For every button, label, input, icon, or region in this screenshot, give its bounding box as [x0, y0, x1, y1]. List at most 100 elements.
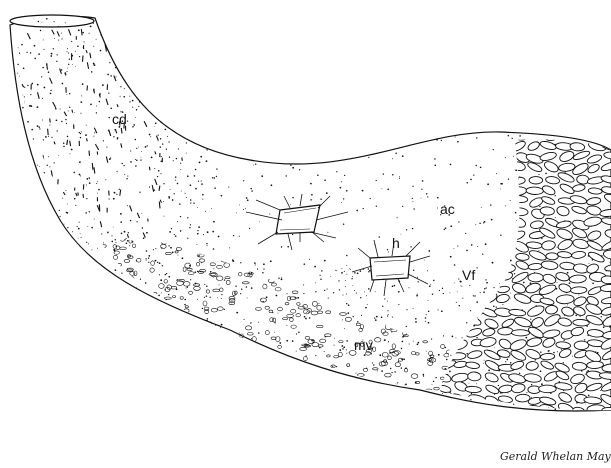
- stipple-dot: [152, 93, 154, 95]
- stipple-dot: [124, 348, 126, 350]
- stipple-dot: [176, 280, 177, 281]
- stipple-dot: [1, 350, 2, 351]
- stipple-dot: [158, 295, 160, 297]
- stipple-dot: [48, 240, 49, 241]
- duct-dash: [29, 159, 30, 165]
- stipple-dot: [85, 134, 87, 136]
- stipple-dot: [172, 44, 173, 45]
- microvillus-cell: [166, 384, 169, 387]
- stipple-dot: [72, 231, 73, 232]
- stipple-dot: [67, 68, 68, 69]
- stipple-dot: [406, 326, 407, 327]
- stipple-dot: [100, 324, 102, 326]
- stipple-dot: [76, 409, 77, 410]
- stipple-dot: [101, 279, 102, 280]
- stipple-dot: [80, 133, 81, 134]
- stipple-dot: [221, 128, 222, 129]
- stipple-dot: [4, 184, 5, 185]
- stipple-dot: [398, 291, 400, 293]
- stipple-dot: [202, 308, 203, 309]
- stipple-dot: [28, 307, 29, 308]
- stipple-dot: [160, 146, 161, 147]
- stipple-dot: [97, 321, 98, 322]
- stipple-dot: [23, 363, 24, 364]
- stipple-dot: [417, 343, 419, 345]
- stipple-dot: [56, 119, 58, 121]
- stipple-dot: [171, 55, 172, 56]
- stipple-dot: [199, 93, 201, 95]
- stipple-dot: [126, 373, 127, 374]
- duct-dash: [137, 57, 138, 63]
- microvillus-cell: [137, 307, 142, 309]
- stipple-dot: [428, 311, 429, 312]
- stipple-dot: [143, 350, 144, 351]
- stipple-dot: [213, 248, 215, 250]
- stipple-dot: [136, 221, 137, 222]
- stipple-dot: [346, 340, 348, 342]
- stipple-dot: [29, 384, 30, 385]
- stipple-dot: [197, 360, 199, 362]
- stipple-dot: [347, 312, 349, 314]
- stipple-dot: [58, 155, 59, 156]
- stipple-dot: [137, 80, 138, 81]
- stipple-dot: [222, 90, 223, 91]
- stipple-dot: [31, 83, 33, 85]
- stipple-dot: [392, 174, 394, 176]
- stipple-dot: [413, 341, 414, 342]
- stipple-dot: [50, 314, 51, 315]
- stipple-dot: [341, 202, 342, 203]
- stipple-dot: [476, 301, 478, 303]
- duct-dash: [153, 101, 156, 106]
- microvillus-cell: [177, 314, 180, 319]
- microvillus-cell: [267, 359, 271, 363]
- stipple-dot: [318, 54, 319, 55]
- stipple-dot: [164, 361, 165, 362]
- stipple-dot: [423, 55, 424, 56]
- microvillus-cell: [218, 357, 223, 361]
- stipple-dot: [14, 223, 15, 224]
- stipple-dot: [146, 232, 148, 234]
- stipple-dot: [238, 110, 240, 112]
- stipple-dot: [160, 370, 161, 371]
- stipple-dot: [166, 74, 168, 76]
- stipple-dot: [519, 135, 521, 137]
- stipple-dot: [185, 193, 186, 194]
- stipple-dot: [321, 270, 323, 272]
- stipple-dot: [315, 60, 317, 62]
- stipple-dot: [242, 132, 243, 133]
- duct-dash: [182, 108, 184, 113]
- stipple-dot: [496, 307, 497, 308]
- stipple-dot: [212, 141, 213, 142]
- stipple-dot: [95, 284, 96, 285]
- stipple-dot: [394, 285, 396, 287]
- stipple-dot: [442, 393, 443, 394]
- stipple-dot: [432, 18, 433, 19]
- stipple-dot: [375, 319, 377, 321]
- microvillus-cell: [275, 381, 282, 384]
- stipple-dot: [247, 297, 248, 298]
- stipple-dot: [86, 242, 87, 243]
- stipple-dot: [190, 202, 191, 203]
- stipple-dot: [78, 238, 79, 239]
- stipple-dot: [108, 387, 109, 388]
- stipple-dot: [135, 390, 137, 392]
- stipple-dot: [354, 380, 356, 382]
- stipple-dot: [346, 303, 347, 304]
- stipple-dot: [45, 136, 47, 138]
- stipple-dot: [342, 348, 344, 350]
- stipple-dot: [88, 377, 89, 378]
- stipple-dot: [33, 367, 34, 368]
- stipple-dot: [19, 391, 20, 392]
- stipple-dot: [1, 206, 2, 207]
- stipple-dot: [499, 283, 500, 284]
- stipple-dot: [557, 247, 558, 248]
- stipple-dot: [563, 340, 564, 341]
- vesicle-oval: [498, 327, 513, 335]
- stipple-dot: [159, 347, 160, 348]
- stipple-dot: [207, 389, 208, 390]
- stipple-dot: [49, 280, 50, 281]
- stipple-dot: [486, 118, 487, 119]
- microvillus-cell: [140, 389, 145, 393]
- stipple-dot: [508, 135, 510, 137]
- stipple-dot: [196, 86, 197, 87]
